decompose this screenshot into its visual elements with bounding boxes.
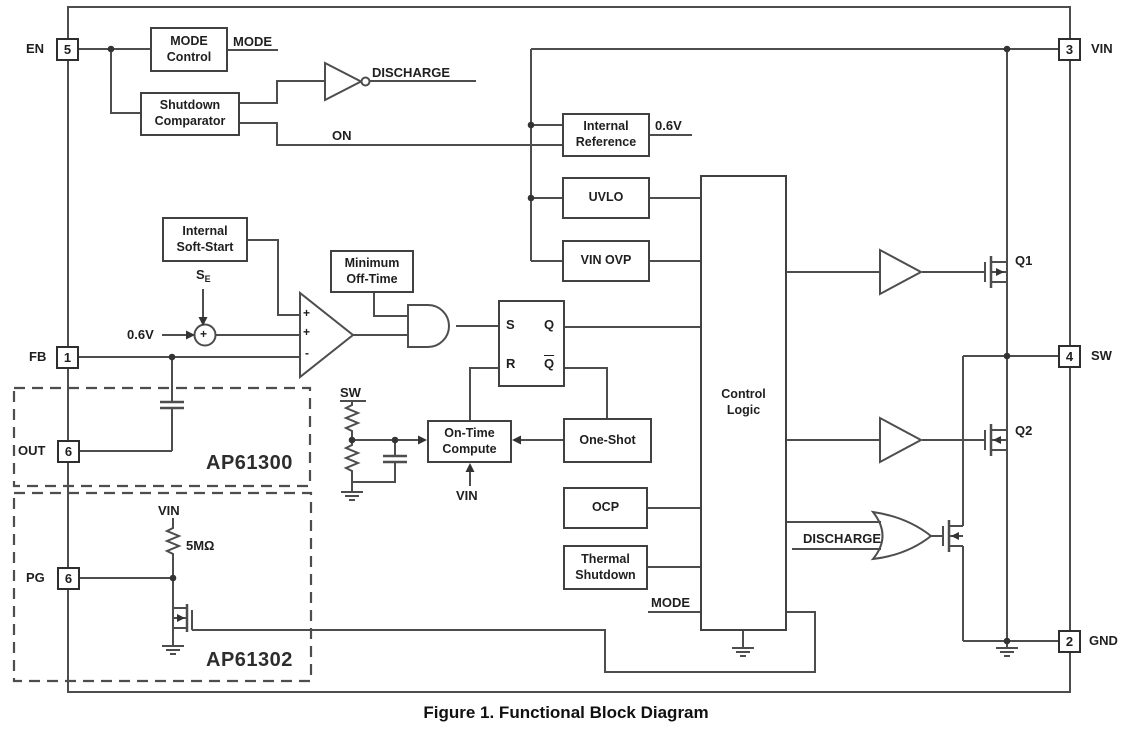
resistor-icon	[343, 440, 361, 492]
fb-out-capacitor	[80, 357, 184, 452]
se-base: S	[196, 267, 205, 282]
pin-label-vin: VIN	[1091, 41, 1113, 56]
se-subscript: E	[204, 274, 211, 284]
internal-reference-block: Internal Reference	[562, 113, 650, 157]
and-gate-icon	[407, 304, 450, 348]
latch-q-label: Q	[544, 317, 555, 332]
ground-icon	[341, 491, 363, 501]
error-comparator-wiring	[79, 239, 498, 358]
pin-label-sw: SW	[1091, 348, 1112, 363]
mode-input-label: MODE	[651, 595, 690, 610]
ap61302-variant-label: AP61302	[206, 649, 293, 671]
uvlo-block: UVLO	[562, 177, 650, 219]
arrowheads	[177, 268, 1004, 622]
q1-mosfet-icon	[984, 256, 1007, 288]
mode-net-label: MODE	[233, 34, 272, 49]
q2-label: Q2	[1015, 423, 1033, 438]
ground-icon	[732, 647, 754, 657]
or-gate-icon	[870, 510, 933, 561]
comparator-icon	[299, 290, 355, 380]
vin-rail	[530, 48, 1059, 356]
minimum-off-time-block: Minimum Off-Time	[330, 250, 414, 293]
pin-box-gnd: 2	[1058, 630, 1081, 653]
internal-soft-start-block: Internal Soft-Start	[162, 217, 248, 262]
one-shot-block: One-Shot	[563, 418, 652, 463]
pin-box-en: 5	[56, 38, 79, 61]
sw-net-label: SW	[340, 385, 361, 400]
ap61302-dashed-box	[12, 491, 313, 683]
pin-label-fb: FB	[29, 349, 47, 364]
figure-caption: Figure 1. Functional Block Diagram	[423, 703, 709, 722]
ocp-block: OCP	[563, 487, 648, 529]
pin-label-out: OUT	[18, 443, 46, 458]
discharge-or-label: DISCHARGE	[803, 531, 882, 546]
gate-driver-buffer-icon	[879, 248, 924, 296]
pin-label-en: EN	[26, 41, 45, 56]
vin-ovp-block: VIN OVP	[562, 240, 650, 282]
junction-dots	[107, 45, 1011, 645]
pin-box-sw: 4	[1058, 345, 1081, 368]
discharge-mosfet-icon	[942, 520, 963, 552]
resistor-icon	[343, 402, 361, 440]
resistor-icon	[164, 518, 182, 578]
control-logic-block: Control Logic	[700, 175, 787, 631]
pin-box-vin: 3	[1058, 38, 1081, 61]
vin-on-time-label: VIN	[456, 488, 478, 503]
ref-output-label: 0.6V	[655, 118, 682, 133]
comparator-plus-sign: +	[303, 325, 311, 339]
pullup-resistor-label: 5MΩ	[186, 538, 215, 553]
sw-divider	[340, 400, 420, 492]
inverter-gate-icon	[324, 61, 371, 102]
mode-control-block: MODE Control	[150, 27, 228, 72]
on-net-label: ON	[332, 128, 352, 143]
ap61300-dashed-box	[12, 386, 312, 488]
latch-r-label: R	[506, 356, 516, 371]
latch-s-label: S	[506, 317, 515, 332]
discharge-net-label: DISCHARGE	[372, 65, 451, 80]
pin-box-out: 6	[57, 440, 80, 463]
pin-box-fb: 1	[56, 346, 79, 369]
q1-label: Q1	[1015, 253, 1033, 268]
latch-qbar-label: Q	[544, 356, 555, 371]
shutdown-comparator-block: Shutdown Comparator	[140, 92, 240, 136]
summing-plus-sign: +	[200, 327, 208, 341]
vin-pg-label: VIN	[158, 503, 180, 518]
soft-start-se-label: SE	[196, 267, 211, 284]
vref-label: 0.6V	[127, 327, 154, 342]
ground-icon	[996, 647, 1018, 657]
comparator-plus-sign: +	[303, 306, 311, 320]
pg-wiring	[80, 518, 193, 645]
on-time-compute-block: On-Time Compute	[427, 420, 512, 463]
driver-wiring	[192, 271, 985, 673]
thermal-shutdown-block: Thermal Shutdown	[563, 545, 648, 590]
ap61300-variant-label: AP61300	[206, 452, 293, 474]
sr-latch-block	[498, 300, 565, 387]
comparator-minus-sign: -	[305, 346, 309, 360]
ground-icon	[162, 645, 184, 655]
pin-box-pg: 6	[57, 567, 80, 590]
pin-label-gnd: GND	[1089, 633, 1118, 648]
pin-label-pg: PG	[26, 570, 45, 585]
en-wiring	[79, 48, 562, 146]
control-logic-inputs	[565, 197, 700, 613]
gate-driver-buffer-icon	[879, 416, 924, 464]
sw-node-wiring	[962, 355, 1059, 642]
